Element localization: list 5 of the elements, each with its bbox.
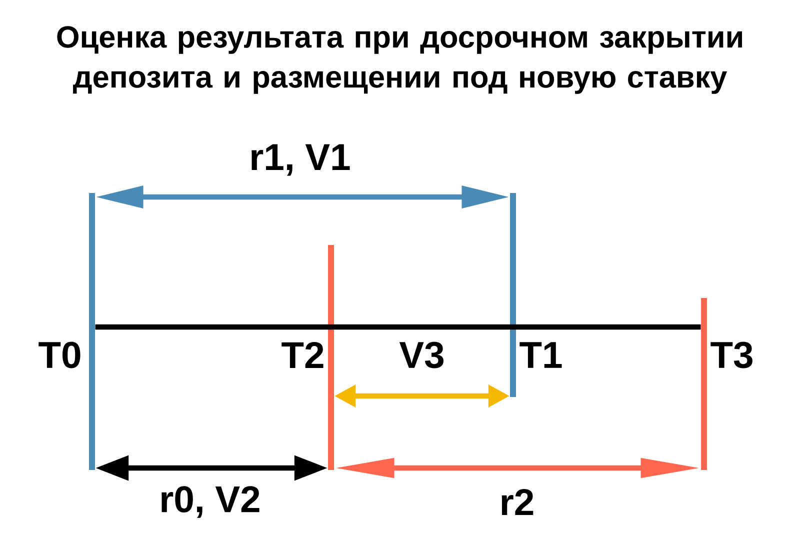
title: Оценка результата при досрочном закрытии депозита и размещении под новую ставку xyxy=(57,26,742,94)
edge-label: r0, V2 xyxy=(162,486,260,518)
edge-label: r1, V1 xyxy=(252,144,350,176)
edge-label: V3 xyxy=(399,342,444,368)
edge-label: r2 xyxy=(502,488,534,516)
